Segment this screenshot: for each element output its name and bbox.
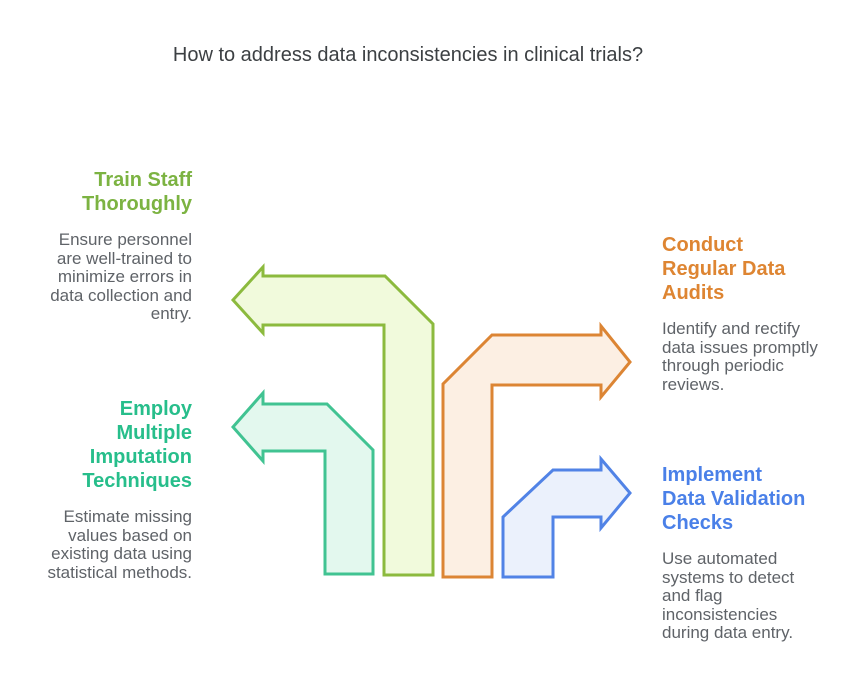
section-employ-imputation-description: Estimate missing values based on existin…	[47, 507, 192, 582]
section-train-staff-heading: Train Staff Thoroughly	[82, 169, 192, 215]
section-implement-validation-heading: Implement Data Validation Checks	[662, 464, 806, 534]
section-implement-validation-description: Use automated systems to detect and flag…	[662, 549, 795, 642]
employ-imputation-left-arrow	[230, 389, 375, 576]
train-staff-left-arrow	[230, 263, 435, 577]
section-train-staff: Train Staff Thoroughly Ensure personnel …	[30, 168, 192, 324]
section-conduct-audits-heading: Conduct Regular Data Audits	[662, 234, 786, 304]
section-implement-validation: Implement Data Validation Checks Use aut…	[662, 463, 834, 643]
conduct-audits-right-arrow	[441, 321, 632, 579]
section-employ-imputation-heading: Employ Multiple Imputation Techniques	[82, 398, 192, 492]
section-conduct-audits-description: Identify and rectify data issues promptl…	[662, 319, 818, 394]
section-conduct-audits: Conduct Regular Data Audits Identify and…	[662, 233, 834, 394]
section-employ-imputation: Employ Multiple Imputation Techniques Es…	[30, 397, 192, 582]
page-title: How to address data inconsistencies in c…	[172, 44, 644, 66]
implement-validation-right-arrow	[501, 454, 632, 579]
section-train-staff-description: Ensure personnel are well-trained to min…	[50, 230, 192, 323]
